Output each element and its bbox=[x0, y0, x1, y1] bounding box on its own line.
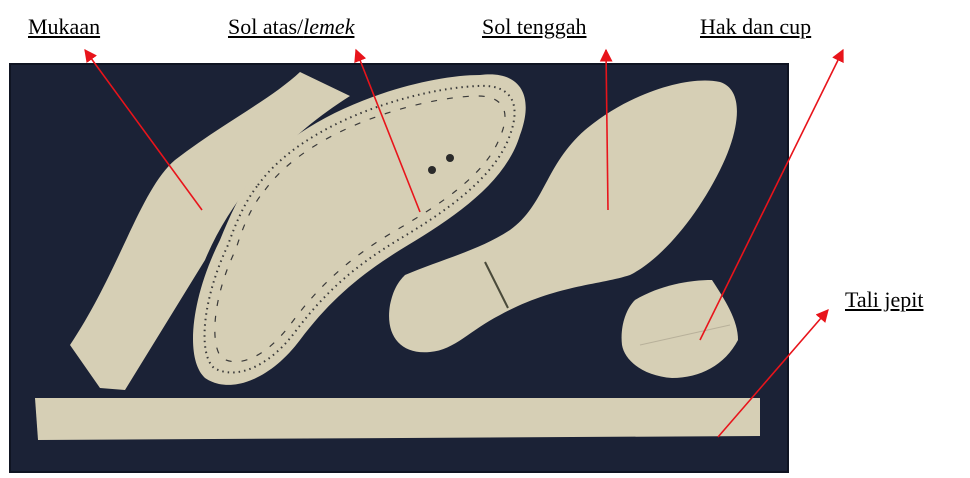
label-tali-jepit: Tali jepit bbox=[845, 287, 924, 313]
label-mukaan: Mukaan bbox=[28, 14, 100, 40]
label-hak-dan-cup: Hak dan cup bbox=[700, 14, 811, 40]
label-sol-tenggah: Sol tenggah bbox=[482, 14, 587, 40]
label-sol-atas-lemek: Sol atas/lemek bbox=[228, 14, 354, 40]
label-lemek-text: lemek bbox=[303, 14, 354, 39]
label-sol-atas-text: Sol atas/ bbox=[228, 14, 303, 39]
tali-jepit-piece bbox=[35, 398, 760, 440]
